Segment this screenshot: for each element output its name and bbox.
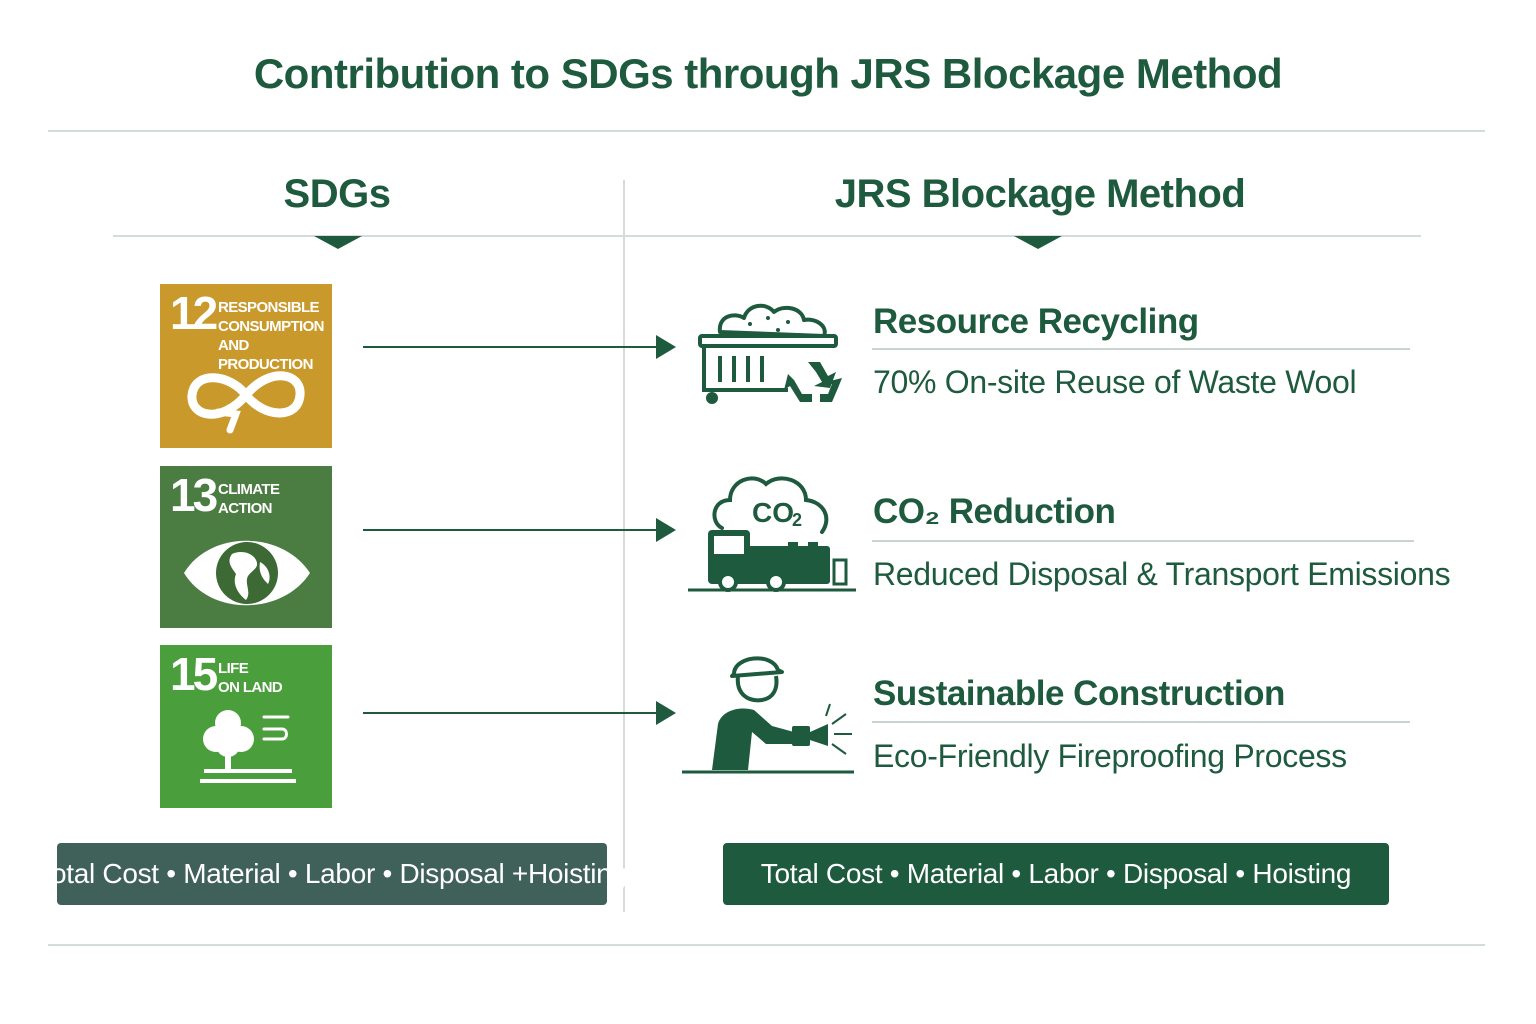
sdgs-heading: SDGs	[283, 172, 391, 216]
method-2-subtitle: Reduced Disposal & Transport Emissions	[873, 556, 1451, 592]
sdg-13-number: 13	[170, 469, 218, 521]
jrs-caret-icon	[1014, 236, 1062, 249]
method-1-subtitle: 70% On-site Reuse of Waste Wool	[873, 364, 1357, 400]
sdg-12-tile: 12 RESPONSIBLE CONSUMPTION AND PRODUCTIO…	[160, 284, 332, 448]
cost-bar-right: Total Cost • Material • Labor • Disposal…	[723, 843, 1389, 905]
method-3-title: Sustainable Construction	[873, 674, 1285, 713]
infinity-loop-icon	[187, 371, 305, 434]
method-3-rule	[872, 721, 1410, 723]
method-3-subtitle: Eco-Friendly Fireproofing Process	[873, 738, 1347, 774]
jrs-heading: JRS Blockage Method	[834, 172, 1246, 216]
sdg-15-tile: 15 LIFE ON LAND	[160, 645, 332, 808]
sdg-12-label: RESPONSIBLE CONSUMPTION AND PRODUCTION	[218, 299, 325, 373]
sdg-13-label: CLIMATE ACTION	[218, 481, 280, 517]
arrow-1-head-icon	[656, 335, 676, 359]
co2-truck-icon: CO 2	[688, 476, 856, 592]
co2-cloud-text: CO	[752, 497, 794, 528]
title-divider	[48, 130, 1485, 132]
method-1-rule	[872, 348, 1410, 350]
heading-divider	[113, 235, 1421, 237]
page-title: Contribution to SDGs through JRS Blockag…	[253, 50, 1283, 97]
method-2-rule	[872, 540, 1414, 542]
worker-spraying-icon	[682, 656, 854, 774]
tree-icon	[200, 710, 296, 783]
method-1-title: Resource Recycling	[873, 302, 1199, 341]
sdg-12-number: 12	[170, 287, 218, 339]
method-2-title: CO₂ Reduction	[873, 492, 1116, 531]
svg-text:2: 2	[792, 510, 802, 530]
arrow-2-line	[363, 529, 659, 531]
arrow-3-line	[363, 712, 659, 714]
sdg-15-label: LIFE ON LAND	[218, 660, 283, 696]
sdg-13-tile: 13 CLIMATE ACTION	[160, 466, 332, 628]
column-divider	[623, 180, 625, 912]
arrow-3-head-icon	[656, 701, 676, 725]
arrow-1-line	[363, 346, 659, 348]
recycling-container-icon	[698, 303, 842, 404]
cost-bar-left: Total Cost • Material • Labor • Disposal…	[37, 843, 627, 905]
sdg-15-number: 15	[170, 648, 218, 700]
bottom-divider	[48, 944, 1485, 946]
globe-eye-icon	[184, 540, 310, 606]
sdgs-caret-icon	[314, 236, 362, 249]
arrow-2-head-icon	[656, 518, 676, 542]
